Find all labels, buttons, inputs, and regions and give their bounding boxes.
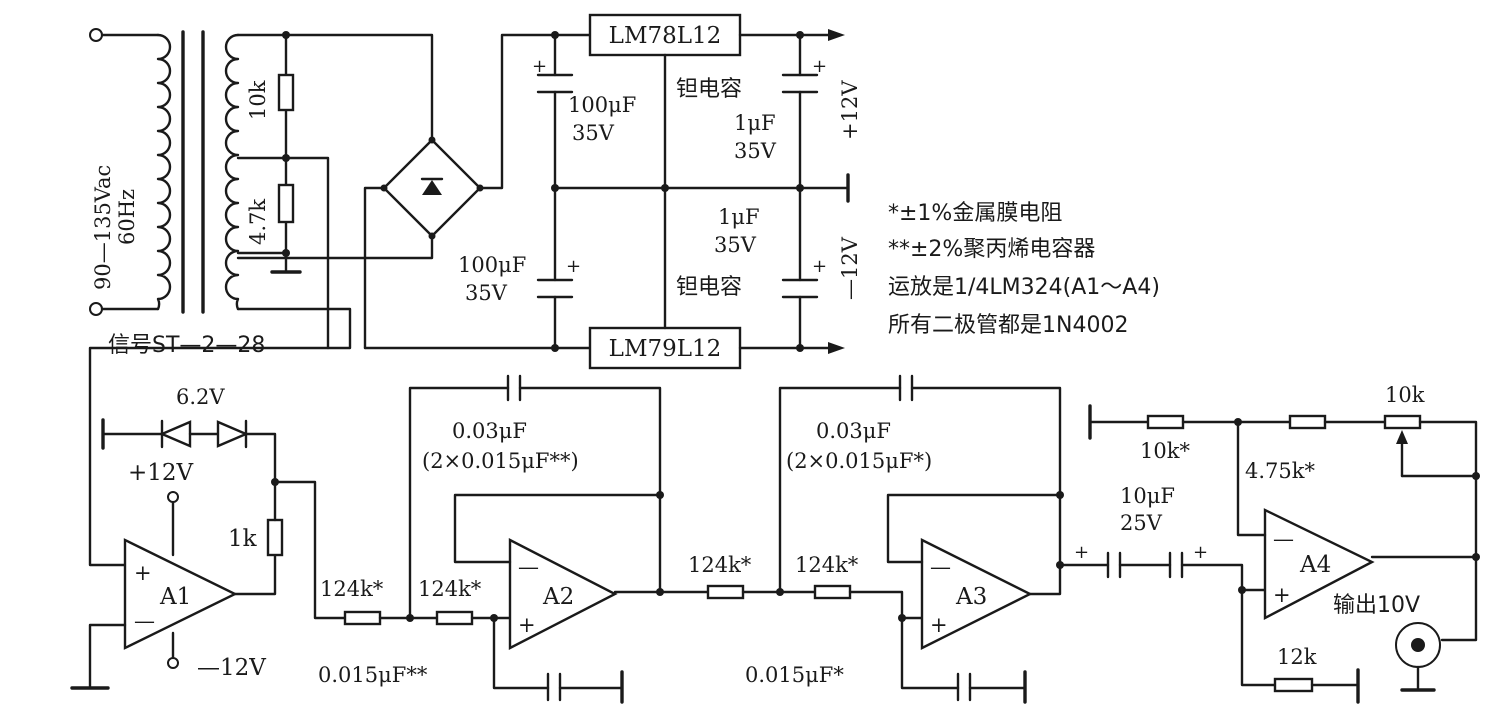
tap-resistor-bottom-label: 4.7k <box>246 199 270 245</box>
plus-12v-arrow <box>828 29 845 41</box>
a2-cap-fb-label: 0.03μF <box>452 419 527 443</box>
a4-r-bias-label: 12k <box>1277 645 1317 669</box>
svg-text:+: + <box>1074 542 1089 563</box>
note-3: 运放是1/4LM324(A1～A4) <box>888 275 1160 300</box>
a4-r-in-label: 10k* <box>1140 439 1190 463</box>
stage-a2: — + A2 124k* 124k* 0.03μF (2×0.015μF**) … <box>318 374 710 704</box>
tant-top-voltage: 35V <box>734 139 777 163</box>
a3-cap-gnd-label: 0.015μF* <box>745 663 844 687</box>
a2-resistor-1 <box>343 610 382 626</box>
resistor-10k <box>277 73 295 112</box>
a4-resistor-4.75k <box>1288 414 1327 430</box>
a4-r-fb-label: 4.75k* <box>1245 459 1315 483</box>
secondary-winding <box>224 33 240 311</box>
a2-resistor-2 <box>435 610 474 626</box>
opamp-a1 <box>123 538 238 650</box>
a3-r2-label: 124k* <box>795 553 859 577</box>
svg-text:+: + <box>930 613 948 637</box>
svg-text:+: + <box>1273 583 1291 607</box>
tap-resistor-top-label: 10k <box>246 80 270 120</box>
zener-diode-2 <box>216 420 250 448</box>
transformer: 90—135Vac 60Hz 10k 4.7k 信号ST—2—28 <box>88 28 434 567</box>
primary-winding <box>156 33 172 311</box>
svg-text:—: — <box>518 555 539 579</box>
zener-voltage-label: 6.2V <box>176 385 225 409</box>
a3-r1-label: 124k* <box>688 553 752 577</box>
regulator-section: LM78L12 LM79L12 + + + + 100μF 35V 100μF … <box>458 13 862 370</box>
a1-supply-neg: —12V <box>197 655 266 681</box>
a3-cap-fb-label: 0.03μF <box>816 419 891 443</box>
a4-pot-label: 10k <box>1385 383 1425 407</box>
stage-a4: + + 10μF 25V — + A4 10k* 4.75k* 10 <box>1074 383 1480 704</box>
zener-diode-1 <box>158 420 192 448</box>
note-4: 所有二极管都是1N4002 <box>888 313 1128 338</box>
svg-text:+: + <box>812 56 827 77</box>
note-2: **±2%聚丙烯电容器 <box>888 237 1095 262</box>
lm79l12-box <box>588 326 742 370</box>
signal-transformer-label: 信号ST—2—28 <box>108 333 265 358</box>
svg-text:+: + <box>532 56 547 77</box>
tant-label-bottom: 钽电容 <box>676 275 742 300</box>
coupling-cap-value: 10μF <box>1120 484 1175 508</box>
a3-cap-fb-combo-label: (2×0.015μF*) <box>786 449 932 473</box>
tant-label-top: 钽电容 <box>676 77 742 102</box>
lm78l12-label: LM78L12 <box>609 23 722 49</box>
ac-input-terminal-bottom <box>89 302 103 316</box>
a3-resistor-1 <box>706 584 745 600</box>
resistor-4.7k <box>277 183 295 224</box>
input-frequency-label: 60Hz <box>115 189 139 245</box>
stage-a3: — + A3 124k* 124k* 0.03μF (2×0.015μF*) 0… <box>688 374 1110 704</box>
cap-upper-value: 100μF <box>568 93 636 117</box>
svg-text:—: — <box>1273 527 1294 551</box>
a3-resistor-2 <box>813 584 852 600</box>
opamp-a4 <box>1263 508 1375 620</box>
tant-bottom-value: 1μF <box>718 205 760 229</box>
note-1: *±1%金属膜电阻 <box>888 201 1062 226</box>
lm79l12-label: LM79L12 <box>609 336 722 362</box>
input-voltage-label: 90—135Vac <box>91 165 115 290</box>
opamp-a2-label: A2 <box>542 584 574 610</box>
opamp-a2 <box>508 538 618 650</box>
a4-resistor-12k <box>1273 677 1314 693</box>
tant-top-value: 1μF <box>734 111 776 135</box>
cap-upper-voltage: 35V <box>572 121 615 145</box>
opamp-a3 <box>920 538 1033 650</box>
a4-resistor-10k <box>1146 414 1185 430</box>
svg-text:+: + <box>566 256 581 277</box>
a4-potentiometer <box>1383 414 1422 430</box>
a1-supply-pos: +12V <box>128 460 194 486</box>
resistor-1k-label: 1k <box>228 526 258 552</box>
svg-text:+: + <box>812 256 827 277</box>
ac-input-terminal-top <box>89 28 103 42</box>
svg-text:+: + <box>518 613 536 637</box>
notes: *±1%金属膜电阻 **±2%聚丙烯电容器 运放是1/4LM324(A1～A4)… <box>888 201 1160 338</box>
svg-text:—: — <box>930 555 951 579</box>
svg-text:+: + <box>1193 542 1208 563</box>
a2-r1-label: 124k* <box>320 577 384 601</box>
a2-cap-fb-combo-label: (2×0.015μF**) <box>422 449 579 473</box>
coupling-cap-voltage: 25V <box>1120 511 1163 535</box>
stage-a1: + — A1 +12V —12V 6.2V 1k <box>70 385 347 690</box>
a2-cap-gnd-label: 0.015μF** <box>318 663 428 687</box>
opamp-a3-label: A3 <box>955 584 987 610</box>
output-label: 输出10V <box>1333 593 1420 618</box>
opamp-a1-label: A1 <box>159 584 191 610</box>
svg-text:+: + <box>134 561 152 585</box>
a2-r2-label: 124k* <box>418 577 482 601</box>
minus-12v-label: —12V <box>838 236 862 300</box>
cap-lower-value: 100μF <box>458 253 526 277</box>
plus-12v-label: +12V <box>838 80 862 140</box>
resistor-1k <box>266 518 284 557</box>
svg-text:—: — <box>134 609 155 633</box>
tant-bottom-voltage: 35V <box>714 233 757 257</box>
cap-lower-voltage: 35V <box>465 281 508 305</box>
opamp-a4-label: A4 <box>1299 552 1331 578</box>
minus-12v-arrow <box>828 342 845 354</box>
